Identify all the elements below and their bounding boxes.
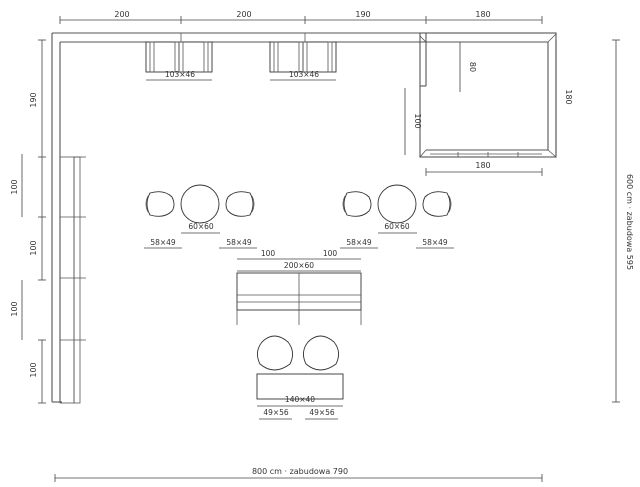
armchairs <box>257 335 339 371</box>
dining-set-left <box>145 184 255 224</box>
dim-left-2: 100 <box>10 179 19 194</box>
dim-enclosure-left: 100 <box>413 113 422 128</box>
dim-coffee-table: 140×40 <box>285 395 315 404</box>
dimension-labels: 200 200 190 180 190 100 100 100 100 800 … <box>10 10 634 476</box>
walls <box>51 32 557 403</box>
dim-top-2: 200 <box>236 10 251 19</box>
dim-chair-right-2: 58×49 <box>422 238 448 247</box>
dim-left-4: 100 <box>10 301 19 316</box>
dim-armchair-2: 49×56 <box>309 408 335 417</box>
dim-workstation-right: 103×46 <box>289 70 319 79</box>
dim-chair-left-2: 58×49 <box>226 238 252 247</box>
dimension-lines <box>21 16 620 482</box>
dining-set-right <box>342 184 452 224</box>
workstation-left <box>145 41 213 73</box>
dim-left-1: 190 <box>29 92 38 107</box>
dim-chair-right-1: 58×49 <box>346 238 372 247</box>
dim-enclosure-inner: 80 <box>468 62 477 72</box>
dim-overall-width: 800 cm · zabudowa 790 <box>252 467 348 476</box>
dim-overall-depth: 600 cm · zabudowa 595 <box>625 174 634 270</box>
dim-left-5: 100 <box>29 362 38 377</box>
dim-enclosure-bottom: 180 <box>475 161 490 170</box>
dim-left-3: 100 <box>29 240 38 255</box>
dim-sofa-offset-left: 100 <box>261 249 276 258</box>
dim-top-4: 180 <box>475 10 490 19</box>
coffee-table <box>256 373 344 400</box>
dim-sofa-offset-right: 100 <box>323 249 338 258</box>
dim-chair-left-1: 58×49 <box>150 238 176 247</box>
dim-table-right: 60×60 <box>384 222 410 231</box>
dim-armchair-1: 49×56 <box>263 408 289 417</box>
dim-table-left: 60×60 <box>188 222 214 231</box>
dim-top-3: 190 <box>355 10 370 19</box>
dim-enclosure-right: 180 <box>564 89 573 104</box>
wall-shelving <box>59 156 86 404</box>
sofa <box>236 272 362 325</box>
dim-sofa: 200×60 <box>284 261 314 270</box>
workstation-right <box>269 41 337 73</box>
dim-top-1: 200 <box>114 10 129 19</box>
dim-workstation-left: 103×46 <box>165 70 195 79</box>
